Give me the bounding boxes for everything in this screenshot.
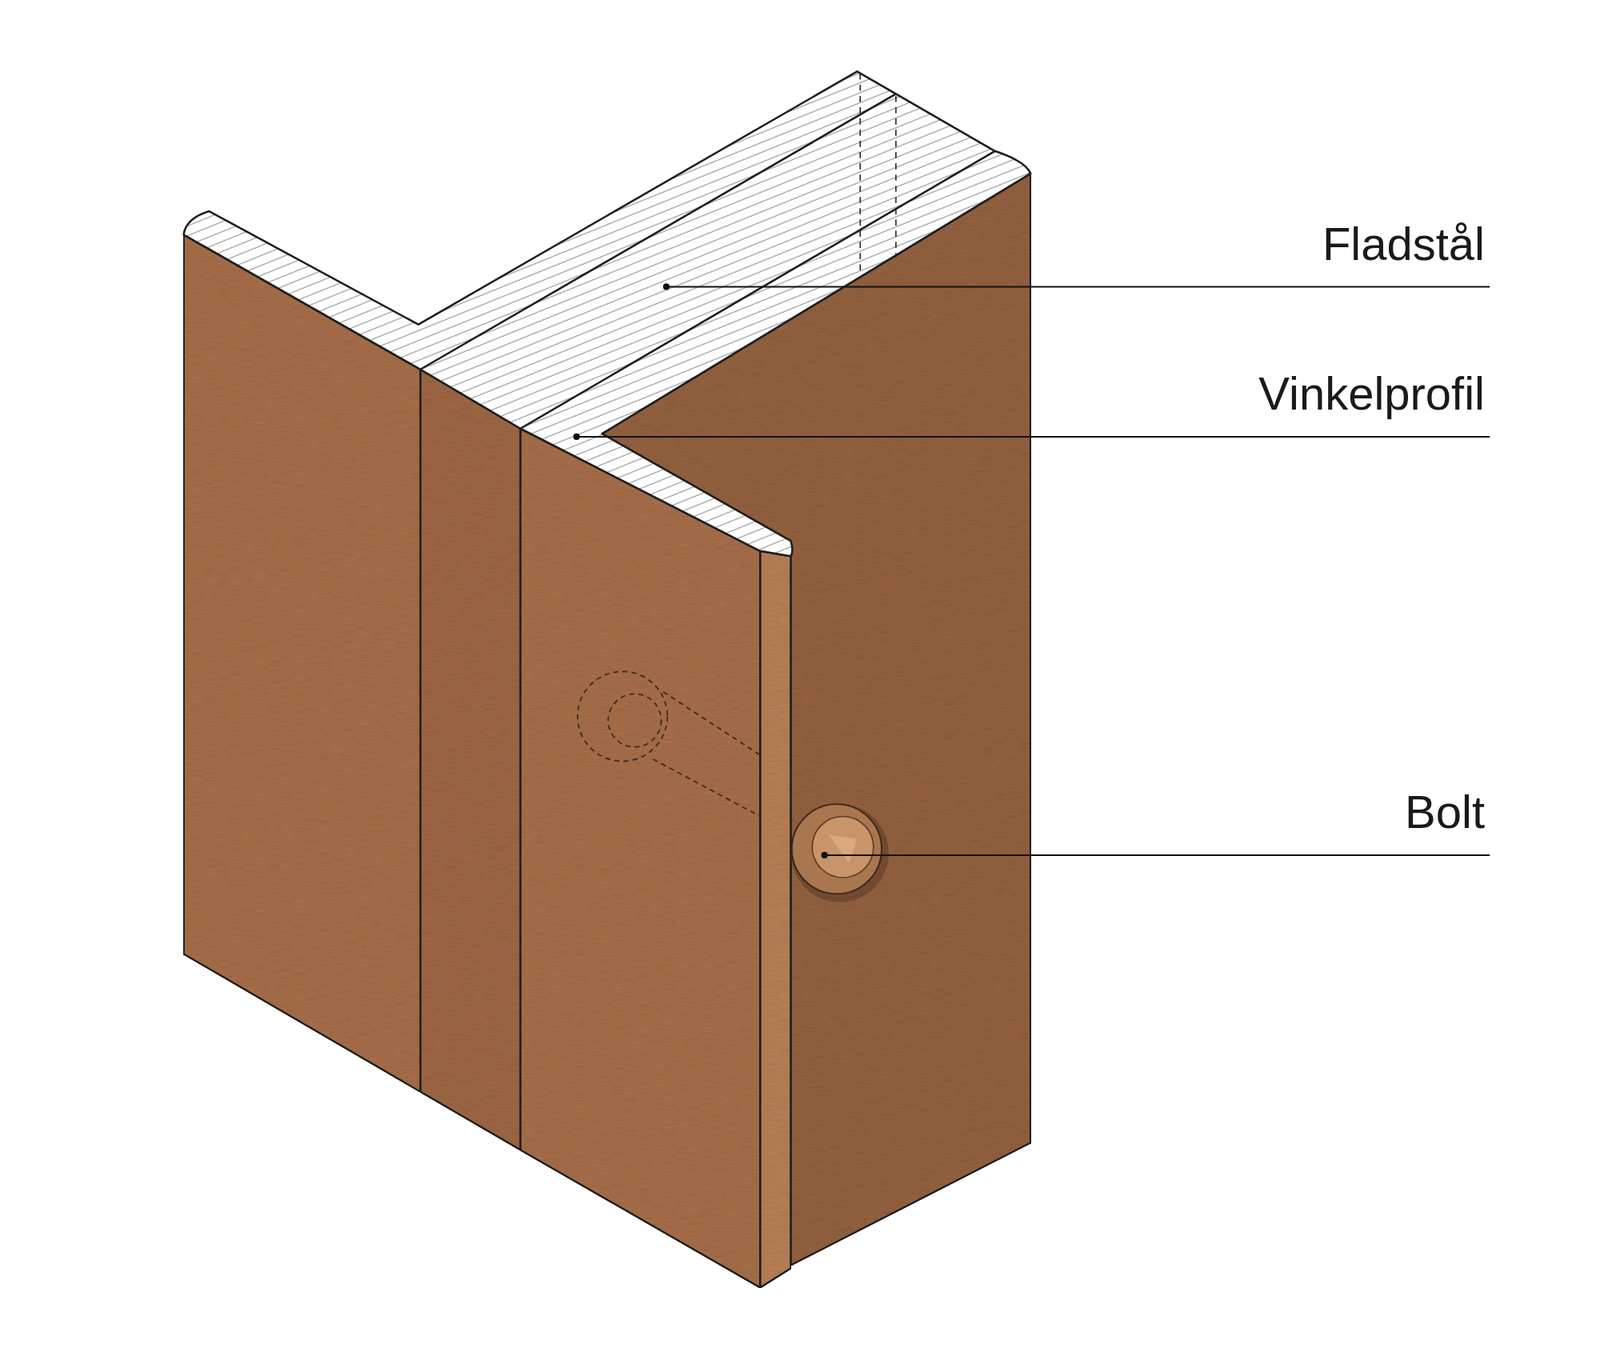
part-label: Fladstål xyxy=(1322,216,1485,272)
section-line xyxy=(420,93,896,369)
section-line xyxy=(520,151,996,429)
leader-dots xyxy=(573,283,828,859)
angle-face xyxy=(520,428,761,1288)
flat-steel-face xyxy=(420,369,521,1151)
hidden-edge xyxy=(895,96,897,258)
plate-face xyxy=(184,234,421,1092)
bolt-symbol xyxy=(791,804,889,902)
angle-edge xyxy=(760,551,791,1288)
part-label: Bolt xyxy=(1404,784,1485,840)
hidden-edge xyxy=(859,73,861,271)
part-label: Vinkelprofil xyxy=(1258,365,1485,422)
section-top xyxy=(184,71,1032,556)
hidden-bolt xyxy=(577,671,760,816)
leader-lines xyxy=(576,286,1491,855)
